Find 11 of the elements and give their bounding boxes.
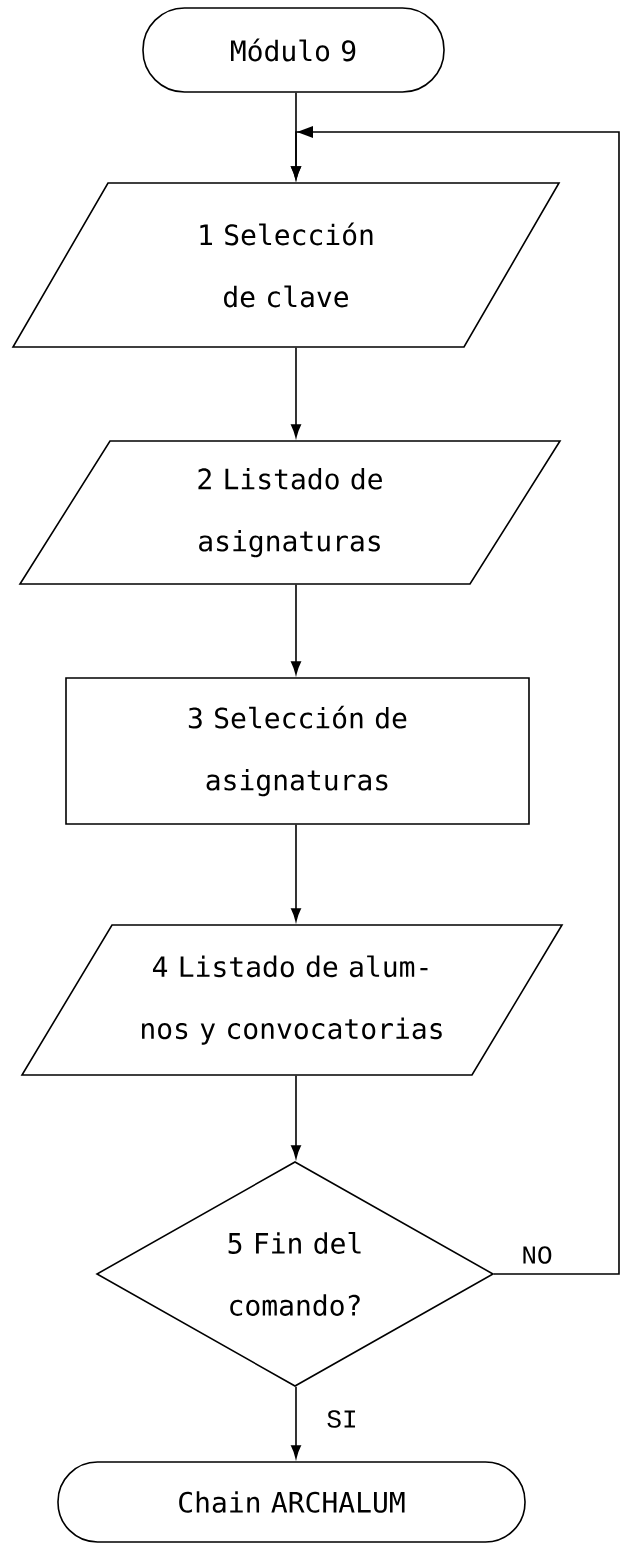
- arrow: [291, 584, 301, 675]
- start-terminal: Módulo 9: [142, 7, 445, 93]
- arrow: [291, 824, 301, 922]
- arrow: [291, 1075, 301, 1159]
- process-box: 3 Selección de asignaturas: [65, 677, 530, 825]
- edge-label: SI: [325, 1409, 359, 1429]
- arrow: [291, 347, 301, 438]
- end-terminal: Chain ARCHALUM: [57, 1461, 526, 1543]
- arrow: [291, 126, 620, 1275]
- edge-label: NO: [520, 1245, 554, 1265]
- arrow: [291, 1386, 301, 1459]
